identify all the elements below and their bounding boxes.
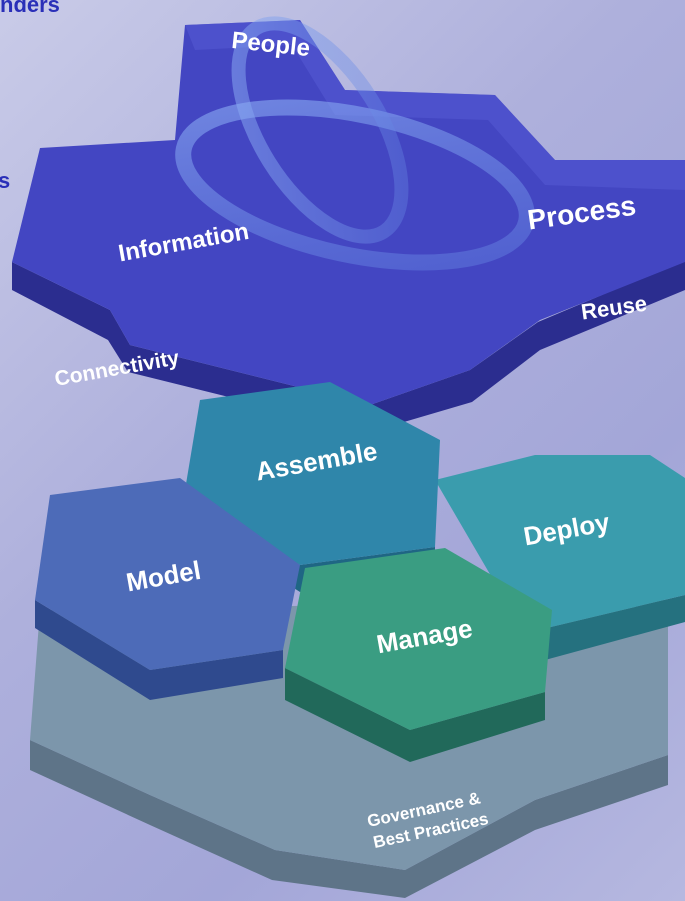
ring-vertical-icon bbox=[231, 16, 409, 244]
hex-deploy bbox=[435, 455, 685, 660]
hex-model bbox=[35, 478, 300, 700]
top-cluster-highlight bbox=[185, 20, 685, 190]
ring-icons bbox=[175, 16, 535, 271]
top-cluster-face bbox=[12, 20, 685, 405]
ring-horizontal-icon bbox=[175, 99, 535, 271]
top-hexagon-cluster bbox=[12, 20, 685, 432]
cropped-heading-text: nders bbox=[0, 0, 60, 17]
cropped-side-text: s bbox=[0, 168, 11, 193]
governance-side bbox=[30, 740, 668, 898]
hex-manage bbox=[285, 548, 552, 762]
